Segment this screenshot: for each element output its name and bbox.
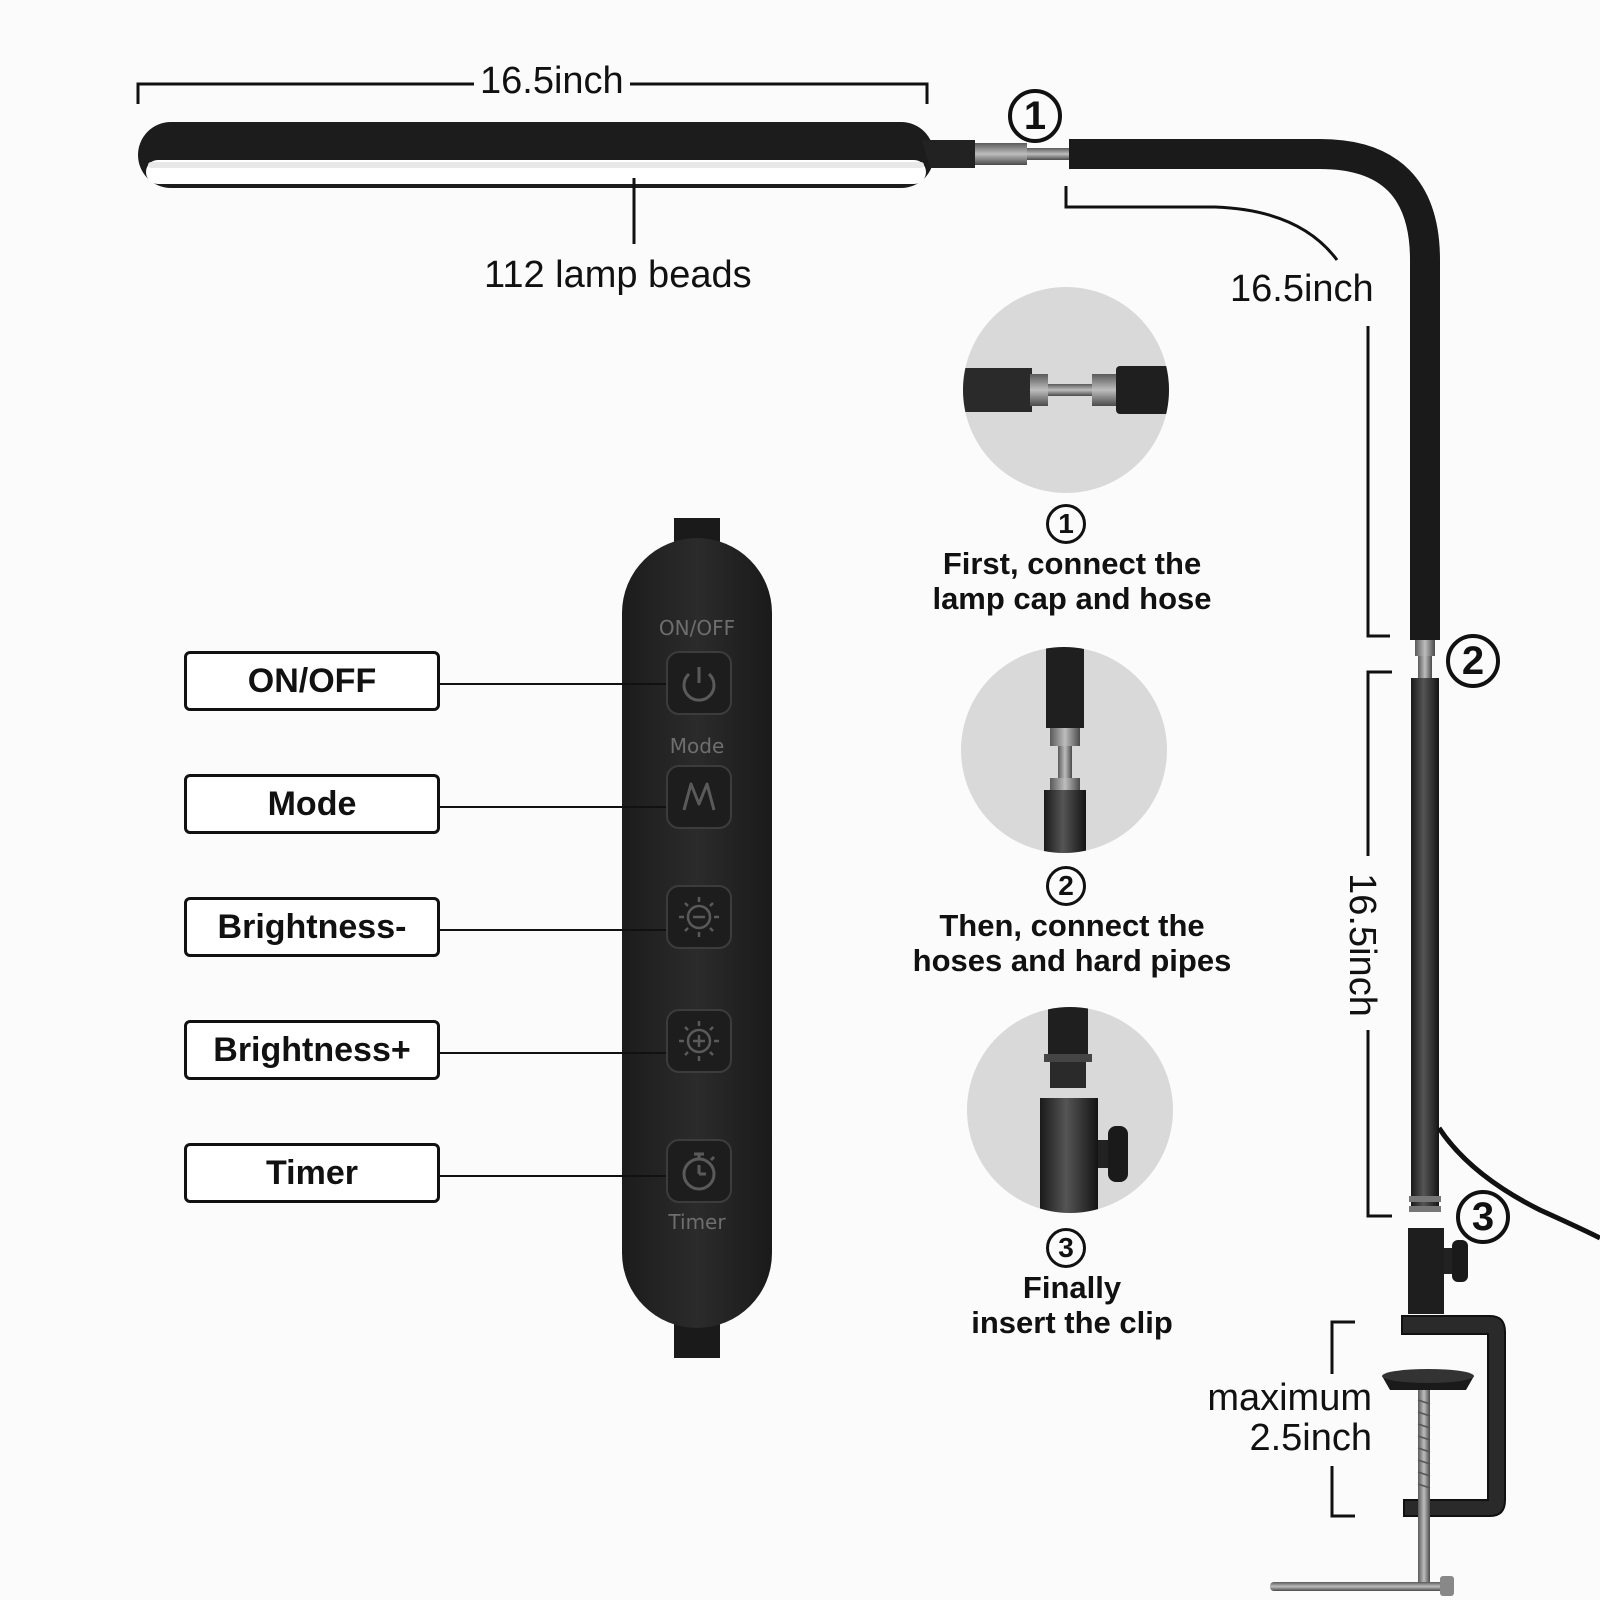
joint-2: [1415, 640, 1435, 656]
clamp-max-label: maximum 2.5inch: [1207, 1377, 1372, 1459]
detail-circle-2: [961, 647, 1167, 853]
arm-length-dimension: [1064, 186, 1390, 638]
controller-label-mode: Mode: [669, 734, 725, 758]
controller-label-power: ON/OFF: [658, 616, 736, 640]
brightness-up-icon[interactable]: [667, 1010, 731, 1072]
panel-width-label: 16.5inch: [474, 62, 630, 100]
hard-pipe: [1411, 678, 1439, 1208]
step-2-text: Then, connect the hoses and hard pipes: [912, 908, 1232, 978]
callout-brightness-up: Brightness+: [184, 1020, 440, 1080]
power-cable: [1436, 1126, 1600, 1241]
detail-circle-1: [963, 287, 1169, 493]
detail-circle-3: [967, 1007, 1173, 1213]
lamp-panel: [138, 122, 934, 188]
callout-on-off: ON/OFF: [184, 651, 440, 711]
desk-clamp: [1270, 1228, 1506, 1596]
brightness-down-icon[interactable]: [667, 886, 731, 948]
callout-timer: Timer: [184, 1143, 440, 1203]
power-icon[interactable]: [667, 652, 731, 714]
controller-leaders: [440, 683, 668, 1177]
step-1-text: First, connect the lamp cap and hose: [932, 546, 1212, 616]
pipe-length-label: 16.5inch: [1341, 873, 1383, 1017]
step-3-number: 3: [1046, 1228, 1086, 1268]
pipe-length-dimension: [1366, 670, 1392, 1218]
lamp-beads-label: 112 lamp beads: [484, 254, 752, 296]
step-3-text: Finally insert the clip: [971, 1270, 1173, 1340]
arm-length-label: 16.5inch: [1224, 270, 1380, 308]
step-1-number: 1: [1046, 504, 1086, 544]
callout-mode: Mode: [184, 774, 440, 834]
marker-2: 2: [1446, 634, 1500, 688]
lamp-cap: [922, 140, 975, 168]
flexible-hose: [1069, 139, 1440, 640]
marker-3: 3: [1456, 1190, 1510, 1244]
marker-1: 1: [1008, 89, 1062, 143]
clamp-max-dimension: [1330, 1320, 1355, 1518]
timer-icon[interactable]: [667, 1140, 731, 1202]
callout-brightness-down: Brightness-: [184, 897, 440, 957]
controller-label-timer: Timer: [668, 1210, 726, 1234]
mode-m-icon[interactable]: [667, 766, 731, 828]
step-2-number: 2: [1046, 866, 1086, 906]
